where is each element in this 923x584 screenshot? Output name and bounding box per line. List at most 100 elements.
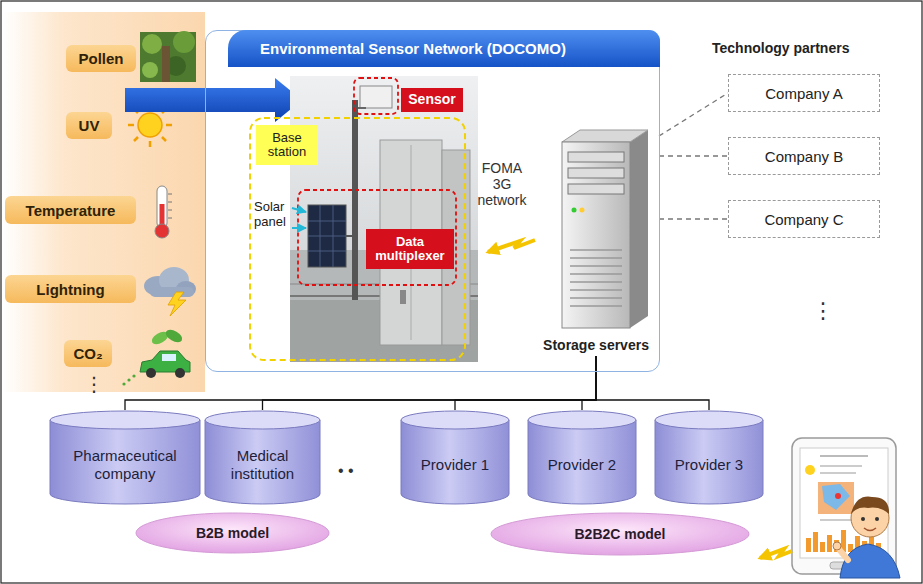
sensor-tag: Sensor <box>401 88 463 112</box>
continuation-dots: ⋮ <box>812 300 834 322</box>
sun-icon <box>149 141 152 147</box>
delivery-link <box>760 549 792 558</box>
server-icon <box>568 152 624 162</box>
factor-tag-text: UV <box>79 117 100 134</box>
multiplexer-outline <box>298 190 456 285</box>
storage-server-text: Storage servers <box>543 337 649 353</box>
distribution-line <box>582 356 596 410</box>
base-station-photo <box>308 251 346 252</box>
cylinder-top <box>528 411 636 429</box>
text-block: Temperature <box>26 202 116 219</box>
sensor-outline <box>354 78 398 114</box>
person-figure <box>875 517 879 521</box>
phone-icon <box>818 482 854 514</box>
model-ellipse-text: B2B model <box>196 525 269 541</box>
solar-leader <box>292 227 306 229</box>
car-icon <box>146 368 156 378</box>
database-cylinder-text: Provider 2 <box>548 456 616 473</box>
text-block: Storage servers <box>543 337 649 353</box>
multiplexer-tag: Data multiplexer <box>366 229 454 269</box>
factor-tag-text: CO₂ <box>73 345 102 362</box>
text-block: Pharmaceutical company <box>57 447 193 482</box>
phone-icon <box>820 465 862 467</box>
partner-link <box>659 93 728 136</box>
partner-link <box>659 218 728 219</box>
server-icon <box>568 168 624 178</box>
continuation-dots: ⋮ <box>84 374 104 394</box>
partner-box: Company A <box>728 74 880 112</box>
factor-column <box>3 12 205 392</box>
text-block: Pollen <box>78 50 123 67</box>
base-station-photo <box>360 86 392 108</box>
server-icon <box>570 265 622 267</box>
text-block: B2B2C model <box>574 526 665 542</box>
lightning-cloud-icon <box>150 287 194 297</box>
thermometer-icon <box>168 202 172 203</box>
factor-tag: UV <box>66 112 112 139</box>
thermometer-icon <box>155 224 169 238</box>
server-icon <box>562 142 630 328</box>
sun-icon <box>128 124 134 127</box>
database-cylinder-text: Pharmaceutical company <box>57 447 193 482</box>
text-block: CO₂ <box>73 345 102 362</box>
model-ellipse: B2B2C model <box>490 512 750 556</box>
solar-leader <box>292 208 306 212</box>
phone-icon <box>827 535 832 552</box>
car-icon <box>122 382 125 385</box>
sun-icon <box>134 137 138 141</box>
base-station-photo <box>358 107 366 109</box>
factor-tag-text: Lightning <box>36 281 104 298</box>
factor-tag: CO₂ <box>64 340 112 367</box>
person-figure <box>851 497 889 514</box>
network-panel-text: Environmental Sensor Network (DOCOMO) <box>260 40 566 57</box>
tree-icon <box>142 62 158 78</box>
cylinder-body <box>205 420 320 504</box>
lightning-cloud-icon <box>144 267 196 316</box>
tree-icon <box>173 31 195 53</box>
car-icon <box>122 327 190 385</box>
base-station-tag-text: Base station <box>260 131 314 160</box>
server-icon <box>570 305 622 307</box>
tree-icon <box>140 31 196 82</box>
car-icon <box>132 374 135 377</box>
base-station-photo <box>352 100 358 300</box>
database-cylinder: Provider 2 <box>527 410 637 505</box>
phone-icon <box>835 493 841 499</box>
car-icon <box>162 354 176 361</box>
database-cylinder: Provider 1 <box>400 410 510 505</box>
tree-icon <box>142 34 162 54</box>
base-station-photo <box>308 205 346 267</box>
partner-box-text: Company B <box>765 148 843 165</box>
factor-tag: Pollen <box>66 45 136 72</box>
text-block: Base station <box>260 131 314 160</box>
phone-icon <box>820 542 825 552</box>
phone-icon <box>820 472 856 474</box>
server-icon <box>570 289 622 291</box>
text-block: Company B <box>765 148 843 165</box>
person-figure <box>833 542 841 550</box>
text-block: Data multiplexer <box>370 235 450 264</box>
cylinder-top <box>401 411 509 429</box>
distribution-line <box>125 356 596 410</box>
ellipse-fill <box>136 513 329 553</box>
multiplexer-tag-text: Data multiplexer <box>370 235 450 264</box>
cylinder-body <box>528 420 636 504</box>
group-heading: Technology partners <box>712 40 849 56</box>
server-icon <box>570 297 622 299</box>
cylinder-top <box>655 411 763 429</box>
cylinder-body <box>50 420 200 504</box>
input-arrow <box>125 78 302 122</box>
text-block: B2B model <box>196 525 269 541</box>
cylinder-body <box>655 420 763 504</box>
model-ellipse-text: B2B2C model <box>574 526 665 542</box>
phone-icon <box>822 484 850 510</box>
sensor-tag-text: Sensor <box>408 92 455 107</box>
text-block: Lightning <box>36 281 104 298</box>
server-icon <box>570 273 622 275</box>
thermometer-icon <box>155 186 172 238</box>
partner-box-text: Company A <box>765 85 843 102</box>
lightning-cloud-icon <box>168 292 186 316</box>
